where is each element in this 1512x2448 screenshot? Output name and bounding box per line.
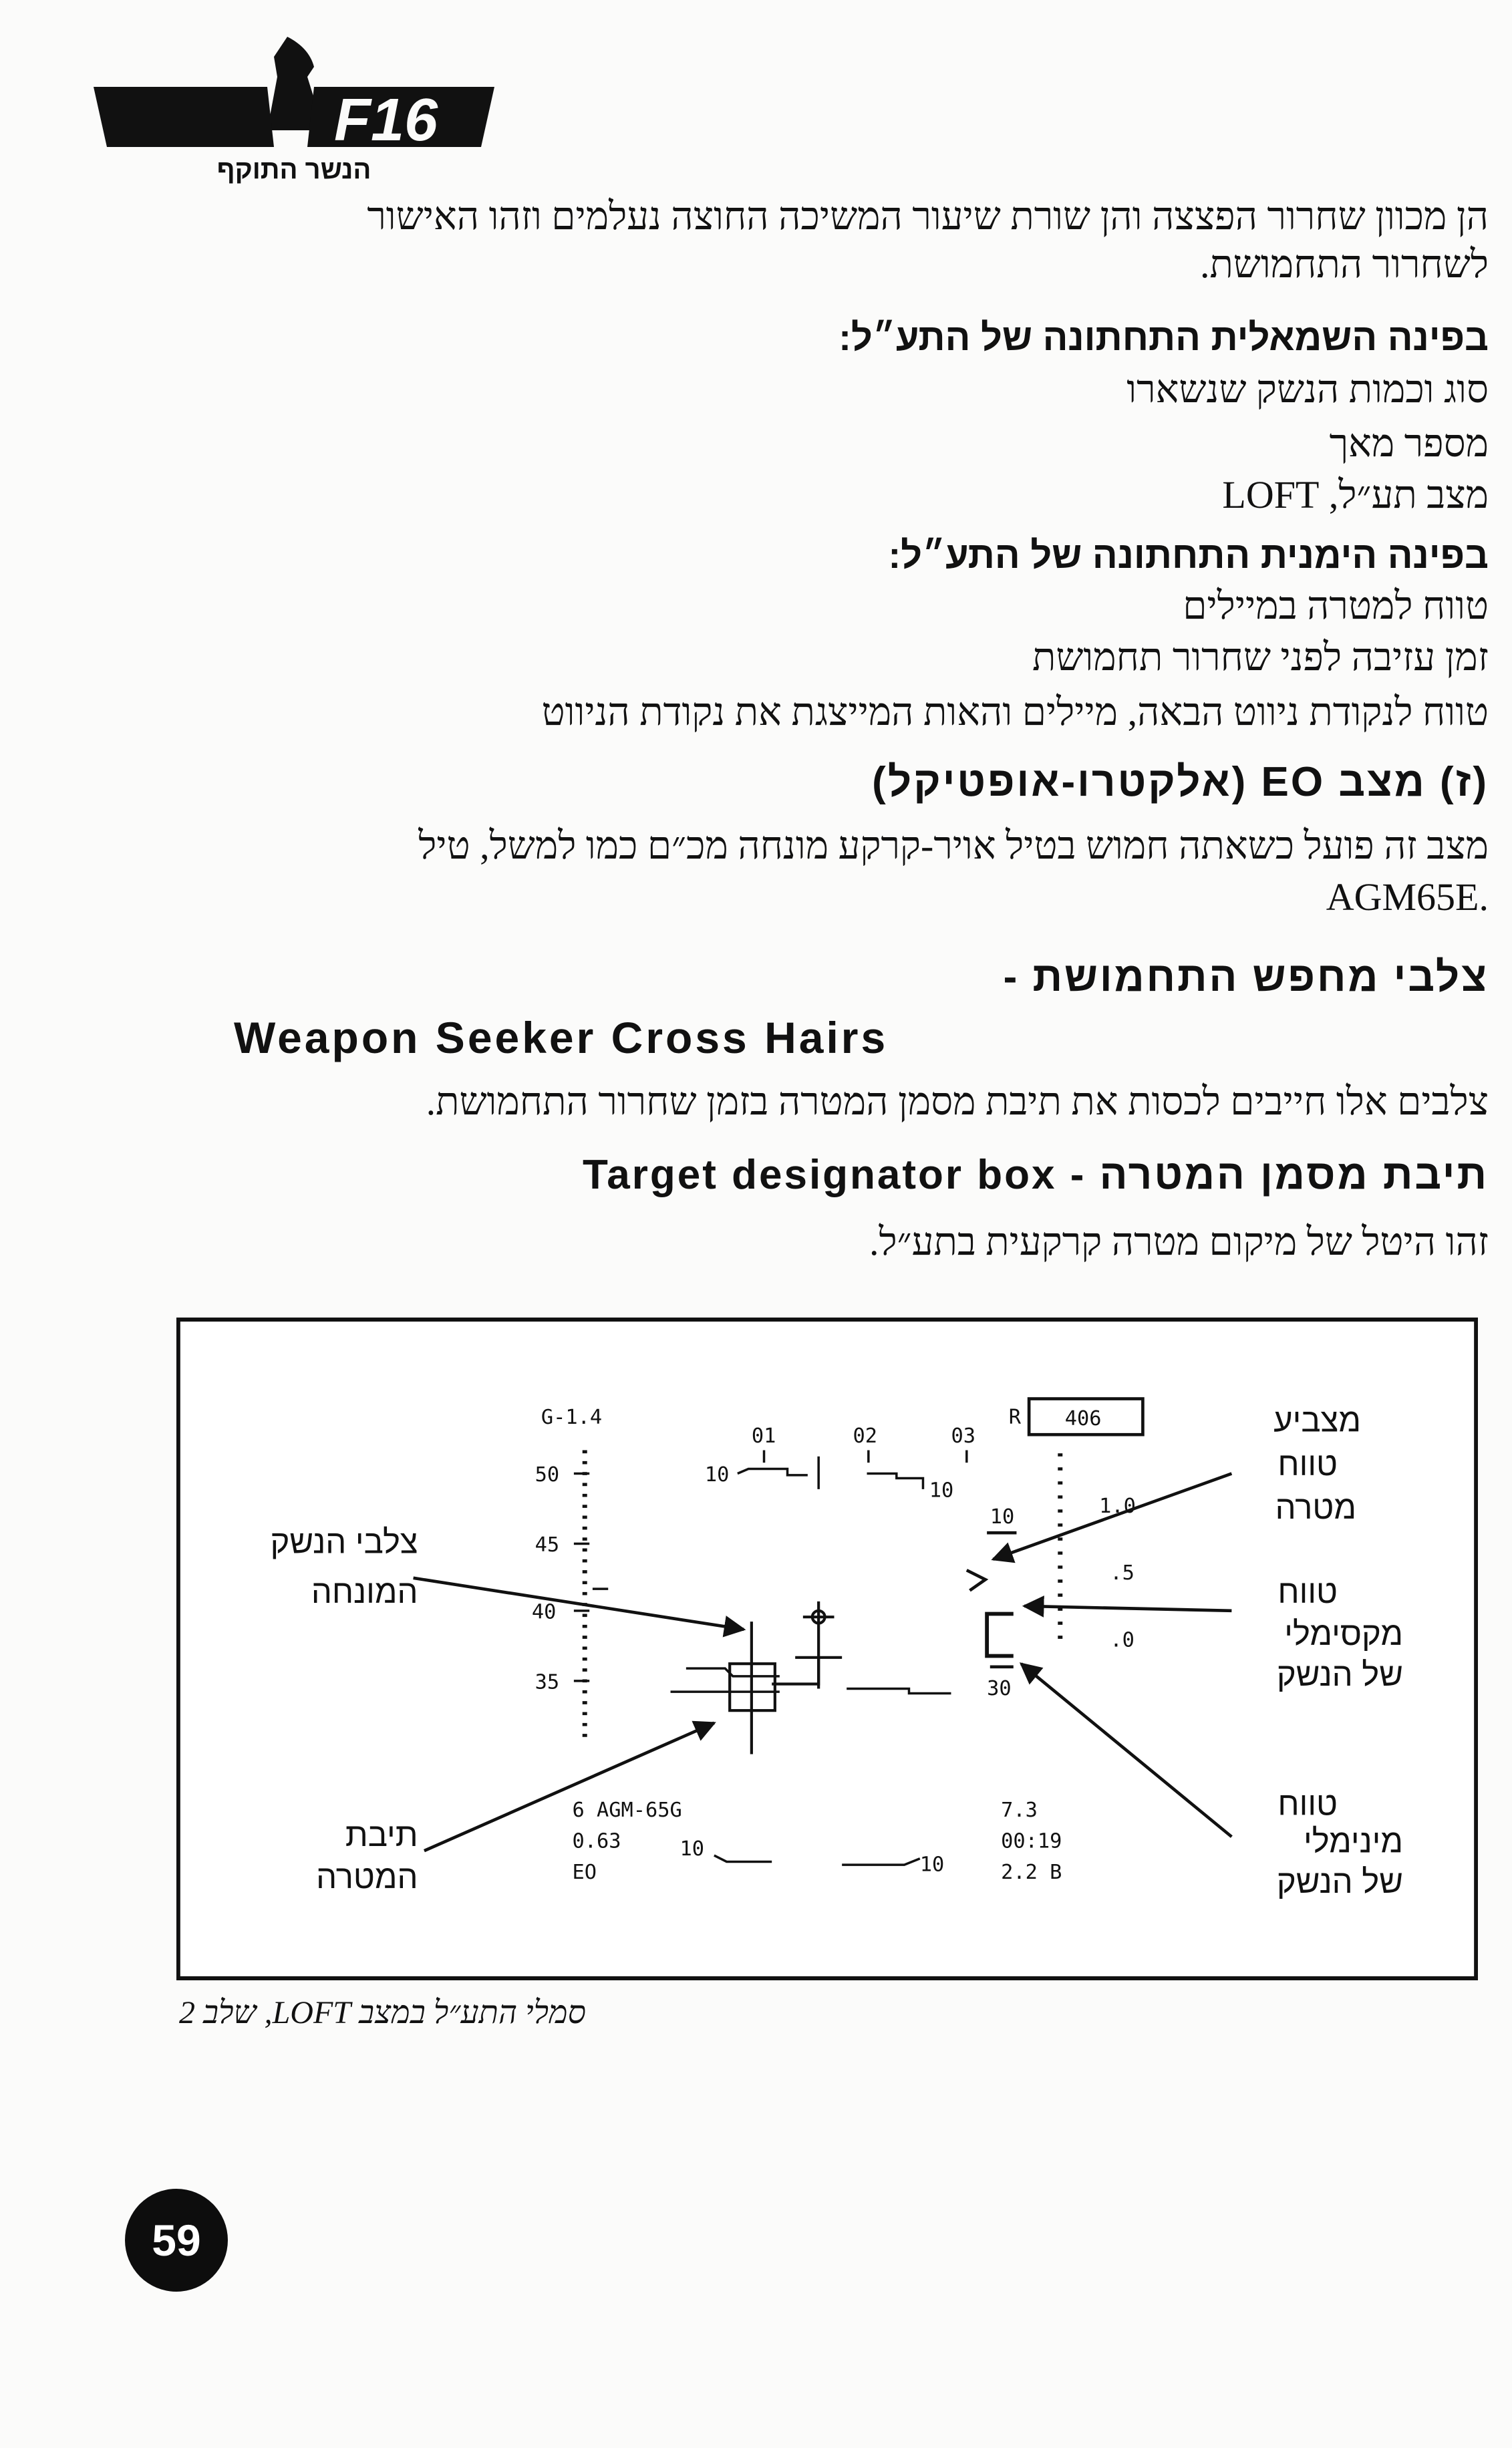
range-caret (965, 1569, 989, 1592)
range-box (1027, 1397, 1145, 1436)
label-text: F16 (334, 87, 438, 154)
min-range-value: 30 (987, 1677, 1012, 1700)
label-text: מצביע (1273, 1403, 1361, 1439)
label-text: .0 (1110, 1629, 1135, 1652)
list-item: טווח למטרה במיילים (1183, 584, 1489, 627)
f16-logo: F16 הנשר התוקף (94, 37, 494, 184)
label-text: של הנשק (1277, 1657, 1403, 1693)
callout-arrows (413, 1472, 1233, 1853)
heading-right-corner: בפינה הימנית התחתונה של התע״ל: (888, 534, 1489, 576)
list-item: מצב תע״ל, LOFT (1222, 473, 1489, 516)
range-value: 406 (1065, 1407, 1102, 1430)
label-text: תיבת (345, 1817, 418, 1853)
label-text: טווח (1277, 1574, 1338, 1610)
page-number: 59 (125, 2189, 228, 2292)
label-text: 10 (705, 1463, 730, 1487)
label-text: 10 (920, 1853, 945, 1876)
list-item: זמן עזיבה לפני שחרור תחמושת (1032, 635, 1489, 679)
label-text: מטרה (1275, 1490, 1356, 1526)
paragraph-line: מצב זה פועל כשאתה חמוש בטיל אויר-קרקע מו… (418, 824, 1489, 867)
list-item: סוג וכמות הנשק שנשארו (1126, 367, 1489, 411)
paragraph-line: .AGM65E (1326, 875, 1489, 919)
paragraph-line: הן מכוון שחרור הפצצה והן שורת שיעור המשי… (367, 194, 1489, 238)
label-text: 01 (752, 1424, 776, 1448)
target-designator-box (728, 1662, 776, 1712)
label-text: 50 (535, 1463, 560, 1487)
label-text: 0.63 (573, 1829, 621, 1853)
label-text: מינימלי (1304, 1823, 1403, 1859)
label-text: טווח (1277, 1446, 1338, 1483)
range-bracket (985, 1612, 1014, 1658)
paragraph-line: צלבים אלו חייבים לכסות את תיבת מסמן המטר… (426, 1080, 1489, 1123)
label-text: המונחה (311, 1574, 418, 1610)
label-text: 45 (535, 1533, 560, 1557)
label-text: 6 AGM-65G (573, 1799, 682, 1822)
label-text: 00:19 (1001, 1829, 1062, 1853)
list-item: טווח לנקודת ניווט הבאה, מיילים והאות המי… (541, 690, 1489, 734)
label-text: 10 (680, 1837, 705, 1861)
figure-caption: סמלי התע״ל במצב LOFT, שלב 2 (179, 1995, 586, 2030)
label-text: של הנשק (1277, 1864, 1403, 1900)
label-text: מקסימלי (1284, 1616, 1403, 1652)
list-item: מספר מאך (1329, 422, 1489, 465)
label-text: טווח (1277, 1786, 1338, 1822)
heading-seeker: צלבי מחפש התחמושת - (1003, 954, 1489, 1000)
paragraph-line: לשחרור התחמושת. (1199, 243, 1489, 286)
hud-diagram: G-1.4 50 45 40 35 01 02 03 10 10 R 406 1… (176, 1318, 1478, 1980)
heading-seeker-english: Weapon Seeker Cross Hairs (234, 1013, 889, 1062)
label-text: 40 (532, 1601, 557, 1624)
label-text: EO (573, 1861, 597, 1884)
g-readout: G-1.4 (541, 1406, 602, 1429)
heading-eo-mode: (ז) מצב EO (אלקטרו-אופטיקל) (872, 759, 1489, 805)
max-range-value: 10 (990, 1505, 1015, 1529)
heading-target-box: תיבת מסמן המטרה - Target designator box (583, 1152, 1489, 1198)
heading-left-corner: בפינה השמאלית התחתונה של התע״ל: (839, 316, 1489, 358)
label-text: צלבי הנשק (271, 1525, 418, 1561)
diagram-frame (176, 1318, 1478, 1980)
label-text: המטרה (316, 1859, 418, 1895)
paragraph-line: זהו היטל של מיקום מטרה קרקעית בתע״ל. (869, 1220, 1489, 1263)
seeker-crosshair (728, 1601, 843, 1754)
label-text: 02 (853, 1424, 877, 1448)
label-text: .5 (1110, 1561, 1135, 1585)
label-text: 35 (535, 1670, 560, 1694)
label-text: R (1009, 1406, 1022, 1429)
label-text: 2.2 B (1001, 1861, 1062, 1884)
label-text: 03 (951, 1424, 975, 1448)
logo-subtitle: הנשר התוקף (217, 155, 371, 184)
label-text: 10 (929, 1479, 954, 1503)
label-text: 7.3 (1001, 1799, 1038, 1822)
